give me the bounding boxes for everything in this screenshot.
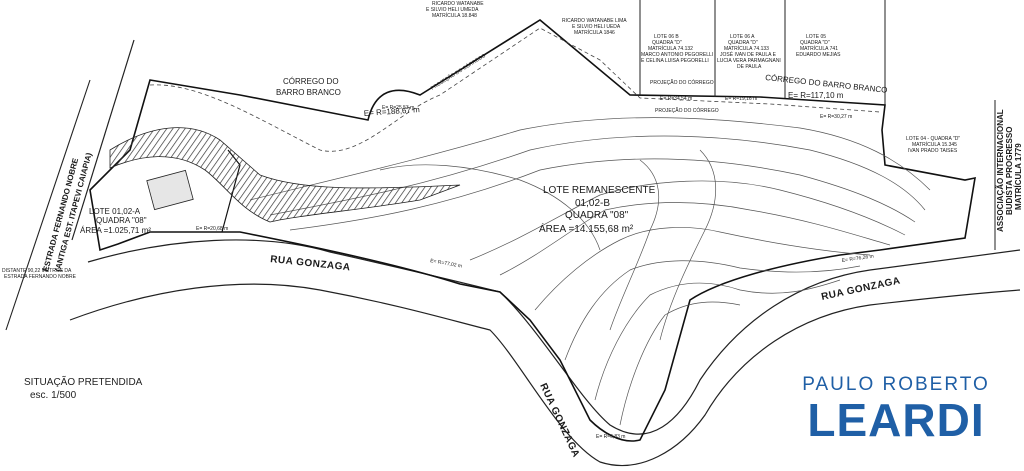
curve-e7: E= R=25,53 m: [382, 105, 414, 111]
curve-e8: E= R=34,54 m: [660, 96, 692, 102]
association-line3: MATRÍCULA 1779: [1014, 143, 1023, 210]
owner-top-3: MATRÍCULA 18.848: [432, 12, 477, 19]
stream-projection-3: PROJEÇÃO DO CÓRREGO: [655, 107, 719, 114]
situation-title: SITUAÇÃO PRETENDIDA: [24, 377, 143, 388]
curve-e2: E= R=117,10 m: [788, 91, 844, 100]
curve-e3: E= R=20,68 m: [196, 226, 228, 232]
situation-scale: esc. 1/500: [30, 390, 77, 401]
stream-projection-1: PROJEÇÃO DO CÓRREGO: [429, 52, 487, 92]
brand-name: LEARDI: [807, 394, 985, 446]
lot-d1-3: MATRÍCULA 74.132: [648, 45, 693, 52]
curve-e6: E= R=6,83 m: [596, 434, 625, 440]
existing-building: [146, 169, 194, 211]
road-edge-left-inner: [5, 79, 91, 331]
lot-d1-2: QUADRA "D": [652, 40, 682, 46]
lot-d1-4: MARCO ANTONIO PEGORELLI: [641, 52, 713, 58]
curve-e5: E= R=76,26 m: [841, 254, 874, 264]
lot-small-line1: LOTE 01,02-A: [89, 207, 141, 216]
lot-d3-4: EDUARDO MEJIAS: [796, 52, 841, 58]
contour-lines: [249, 117, 931, 426]
hatched-slope: [109, 127, 461, 223]
owner-mid-2: E SILVIO HELI UEDA: [572, 24, 621, 30]
distance-note-line2: ESTRADA FERNANDO NOBRE: [4, 274, 77, 280]
lot-d3-3: MATRÍCULA 741: [800, 45, 838, 52]
rua-gonzaga-label-left: RUA GONZAGA: [270, 254, 351, 273]
stream-projection-line: [149, 27, 881, 152]
curve-e10: E= R=30,27 m: [820, 114, 852, 120]
lot-d4-1: LOTE 04 - QUADRA "D": [906, 136, 960, 142]
owner-top-2: E SILVIO HELI UMEDA: [426, 7, 479, 13]
rua-gonzaga-lower-edge: [69, 283, 1021, 467]
road-edge-left-outer: [71, 39, 135, 241]
stream-projection-2: PROJEÇÃO DO CÓRREGO: [650, 79, 714, 86]
owner-top-1: RICARDO WATANABE: [432, 1, 484, 7]
lot-d2-3: MATRÍCULA 74.133: [724, 45, 769, 52]
lot-d2-5: LUCIA VERA PARMAGNANI: [717, 58, 781, 64]
lot-d2-6: DE PAULA: [737, 64, 762, 70]
situation-caption: SITUAÇÃO PRETENDIDA esc. 1/500: [24, 376, 142, 402]
property-boundary: [89, 19, 976, 442]
owner-mid-3: MATRÍCULA 1846: [574, 29, 615, 36]
lot-main-line4: ÁREA =14.155,68 m²: [539, 222, 634, 235]
lot-main-line2: 01,02-B: [575, 198, 610, 209]
rua-gonzaga-label-right: RUA GONZAGA: [820, 275, 901, 303]
lot-d3-2: QUADRA "D": [800, 40, 830, 46]
curve-e9: E= R=19,16 m: [725, 96, 757, 102]
lot-d2-2: QUADRA "D": [728, 40, 758, 46]
brand-logo: PAULO ROBERTO LEARDI: [786, 374, 1006, 446]
distance-note-line1: DISTANTE 90,22 METROS DA: [2, 268, 72, 274]
lot-d3-1: LOTE 05: [806, 34, 826, 40]
lot-d1-1: LOTE 06 B: [654, 34, 679, 40]
lot-d1-5: E CELINA LUISA PEGORELLI: [641, 58, 709, 64]
curve-e1: E= R=188,67 m: [364, 105, 421, 118]
lot-d2-1: LOTE 06 A: [730, 34, 755, 40]
neighbour-lot-lines: [639, 0, 996, 250]
lot-d4-2: MATRÍCULA 15.345: [912, 141, 957, 148]
association-line1: ASSOCIAÇÃO INTERNACIONAL: [996, 109, 1005, 232]
lot-d4-3: IVAN PRADO TAISES: [908, 148, 958, 154]
brand-top: PAULO ROBERTO: [802, 374, 990, 395]
lot-main-line3: QUADRA "08": [565, 210, 629, 221]
curve-e4: E= R=77,02 m: [430, 258, 463, 270]
rua-gonzaga-label-bend: RUA GONZAGA: [537, 382, 581, 460]
stream-label-line2: BARRO BRANCO: [276, 88, 341, 97]
lot-small-line2: QUADRA "08": [96, 216, 147, 225]
lot-main-line1: LOTE REMANESCENTE: [543, 185, 656, 196]
owner-mid-1: RICARDO WATANABE LIMA: [562, 18, 627, 24]
stream-label-line1: CÓRREGO DO: [283, 77, 339, 86]
lot-small-line3: ÁREA =1.025,71 m²: [80, 226, 151, 235]
lot-d2-4: JOSÉ IVAN DE PAULA E: [720, 51, 777, 58]
association-line2: BUDISTA PROGRESSO: [1005, 127, 1014, 215]
